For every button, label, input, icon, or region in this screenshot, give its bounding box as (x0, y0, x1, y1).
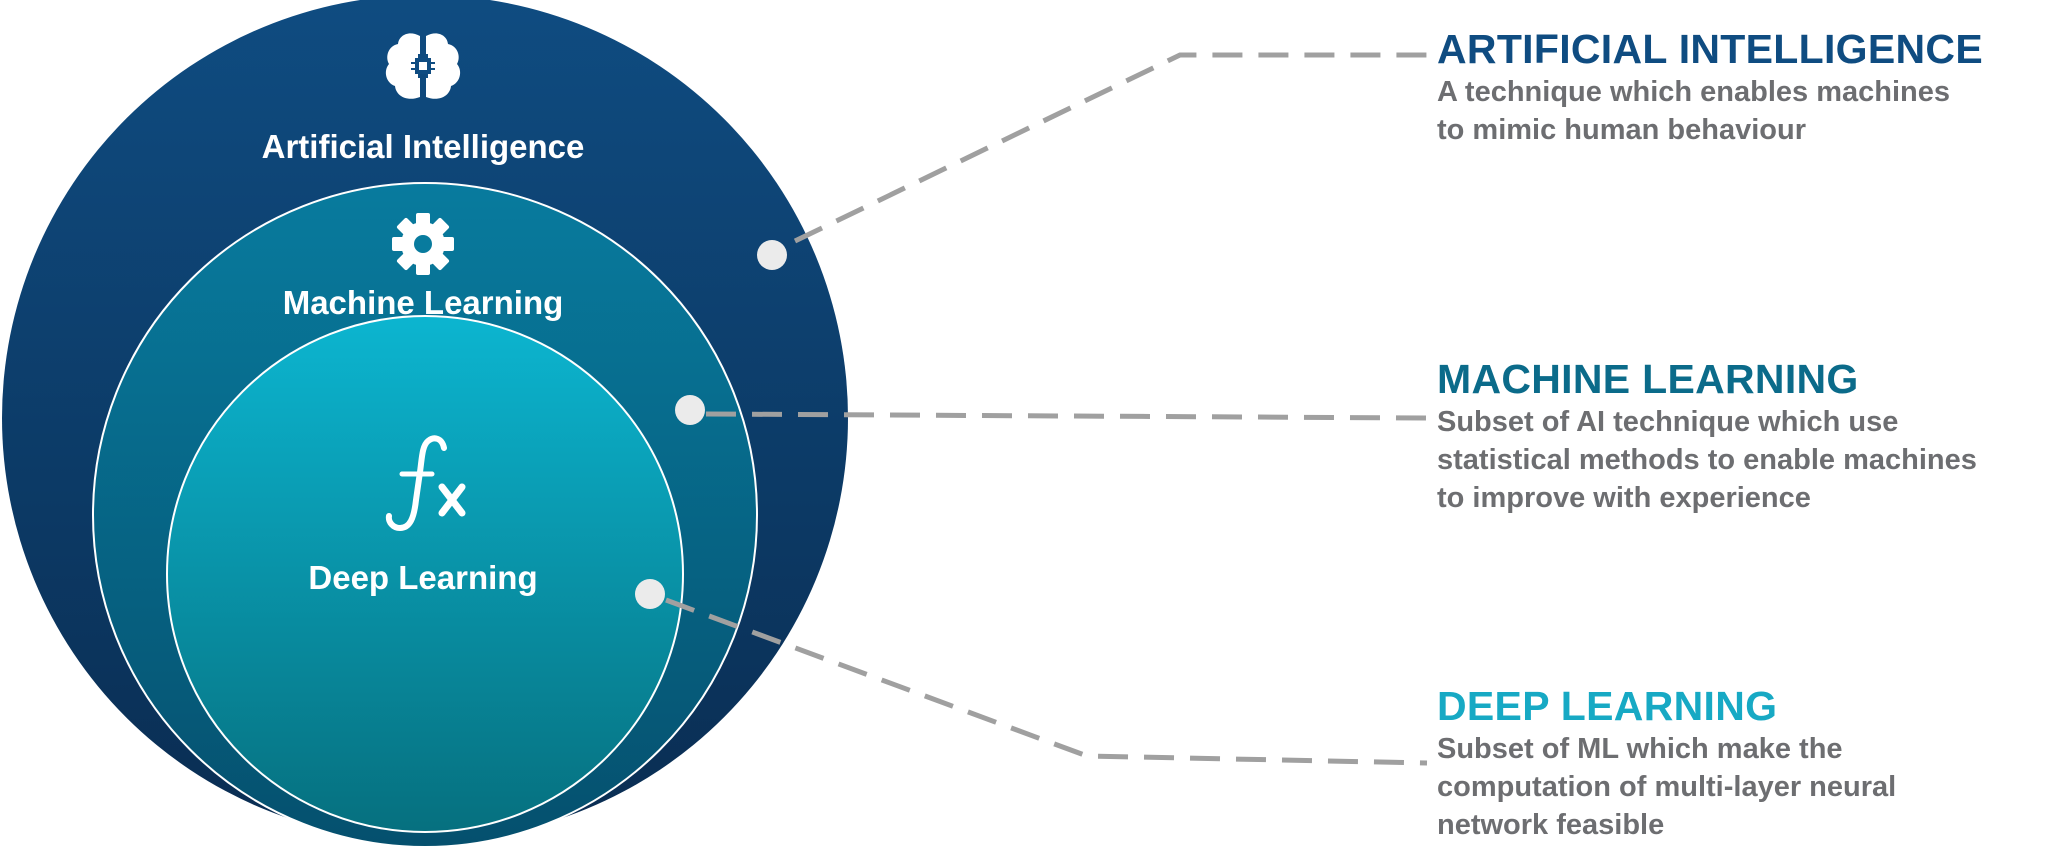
ml-connector-line (705, 411, 1428, 421)
ml-description-line: Subset of AI technique which use (1437, 406, 1899, 438)
ai-circle-label: Artificial Intelligence (262, 128, 585, 165)
dl-circle (166, 315, 684, 833)
ml-description-line: statistical methods to enable machines (1437, 444, 1977, 476)
ai-description-line: to mimic human behaviour (1437, 114, 1806, 146)
dl-connector-line (665, 597, 1428, 766)
dl-description-heading: DEEP LEARNING (1437, 683, 1778, 729)
ml-description-heading: MACHINE LEARNING (1437, 356, 1859, 402)
gear-icon (392, 213, 454, 275)
dl-anchor-dot (635, 579, 665, 609)
brain-chip-icon (385, 33, 461, 99)
dl-description: DEEP LEARNING Subset of ML which make th… (1437, 682, 2037, 844)
dl-description-line: Subset of ML which make the (1437, 733, 1843, 765)
ai-description: ARTIFICIAL INTELLIGENCE A technique whic… (1437, 25, 2037, 149)
function-fx-icon (385, 435, 466, 532)
ai-description-heading: ARTIFICIAL INTELLIGENCE (1437, 26, 1983, 72)
ml-anchor-dot (675, 395, 705, 425)
dl-description-line: network feasible (1437, 809, 1665, 841)
ml-description-line: to improve with experience (1437, 482, 1811, 514)
ml-description: MACHINE LEARNING Subset of AI technique … (1437, 355, 2037, 517)
ml-circle-label: Machine Learning (283, 284, 564, 321)
ai-anchor-dot (757, 240, 787, 270)
dl-circle-label: Deep Learning (308, 559, 537, 596)
dl-description-line: computation of multi-layer neural (1437, 771, 1897, 803)
ai-description-line: A technique which enables machines (1437, 76, 1951, 108)
ai-connector-line (793, 52, 1427, 244)
